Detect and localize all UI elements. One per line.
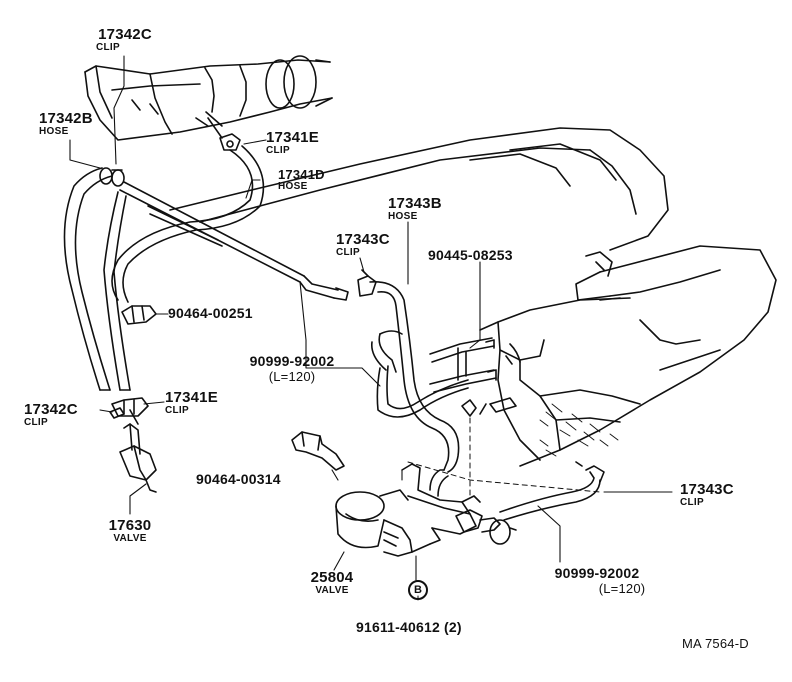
part-desc: (L=120) [268, 369, 316, 384]
part-number: 90464-00314 [196, 471, 281, 487]
clip-17343C-top [357, 269, 377, 297]
clip-17342C-top [99, 167, 125, 187]
part-desc: VALVE [315, 585, 349, 596]
valve-17630 [111, 397, 157, 493]
part-number: 90999-92002 [249, 353, 335, 369]
hose-vsv-link [429, 469, 449, 497]
part-desc: HOSE [39, 126, 69, 137]
pipe-90445-08253 [429, 337, 497, 393]
clip-17342C-bottom [109, 407, 125, 419]
air-intake-duct [84, 55, 333, 141]
part-number: 17630 [108, 517, 152, 534]
valve-25804 [335, 463, 517, 557]
part-number: 17341D [278, 167, 325, 182]
part-number: 17341E [266, 129, 319, 146]
hose-17343B [369, 281, 460, 473]
part-desc: CLIP [165, 405, 189, 416]
leader-lines [69, 55, 673, 581]
metal-pipe [119, 181, 349, 301]
callout-17341E-bottom: 17341E CLIP [165, 390, 218, 416]
callout-90445-08253: 90445-08253 [428, 248, 513, 262]
part-number: 25804 [310, 569, 354, 586]
part-desc: (L=120) [598, 581, 646, 596]
part-desc: CLIP [336, 247, 360, 258]
part-desc: CLIP [96, 42, 120, 53]
callout-91611-40612: 91611-40612 (2) [356, 620, 462, 634]
part-desc: CLIP [266, 145, 290, 156]
part-number: 17342B [39, 110, 93, 127]
callout-17343B: 17343B HOSE [388, 196, 442, 222]
callout-17341D: 17341D HOSE [278, 168, 325, 192]
callout-17342C-top: 17342C CLIP [92, 27, 158, 53]
part-desc: VALVE [113, 533, 147, 544]
part-number: 90445-08253 [428, 247, 513, 263]
callout-17342B: 17342B HOSE [39, 111, 93, 137]
clip-17343C-mid [461, 397, 517, 417]
callout-17341E-top: 17341E CLIP [266, 130, 319, 156]
clip-17341E-top [207, 117, 241, 151]
part-number: 91611-40612 (2) [356, 619, 462, 635]
part-number: 17341E [165, 389, 218, 406]
part-desc: CLIP [24, 417, 48, 428]
callout-90999-92002-lower: 90999-92002 (L=120) [522, 566, 672, 595]
drawing-code-text: MA 7564-D [682, 636, 749, 651]
part-number: 90464-00251 [168, 305, 253, 321]
part-number: 17342C [24, 401, 78, 418]
callout-90464-00251: 90464-00251 [168, 306, 253, 320]
part-number: 17343C [680, 481, 734, 498]
callout-90464-00314: 90464-00314 [196, 472, 281, 486]
callout-17343C-right: 17343C CLIP [680, 482, 734, 508]
hose-17342B [63, 167, 131, 391]
callout-17630: 17630 VALVE [100, 518, 160, 544]
callout-25804: 25804 VALVE [300, 570, 364, 596]
part-desc: CLIP [680, 497, 704, 508]
callout-17342C-bottom: 17342C CLIP [24, 402, 78, 428]
part-desc: HOSE [388, 211, 418, 222]
bracket-90464-00314 [291, 431, 345, 471]
part-number: 17343C [336, 231, 390, 248]
part-number: 90999-92002 [554, 565, 640, 581]
callout-17343C-top: 17343C CLIP [336, 232, 390, 258]
clip-90464-00251 [121, 305, 157, 325]
bolt-marker-b: B [408, 580, 428, 600]
hose-90999-92002-lower [499, 465, 605, 521]
hose-90999-92002-upper [370, 330, 469, 418]
part-desc: HOSE [278, 181, 308, 192]
part-number: 17343B [388, 195, 442, 212]
callout-90999-92002-upper: 90999-92002 (L=120) [222, 354, 362, 383]
drawing-code: MA 7564-D [682, 637, 749, 650]
part-number: 17342C [98, 26, 152, 43]
engine-outline [169, 127, 777, 467]
